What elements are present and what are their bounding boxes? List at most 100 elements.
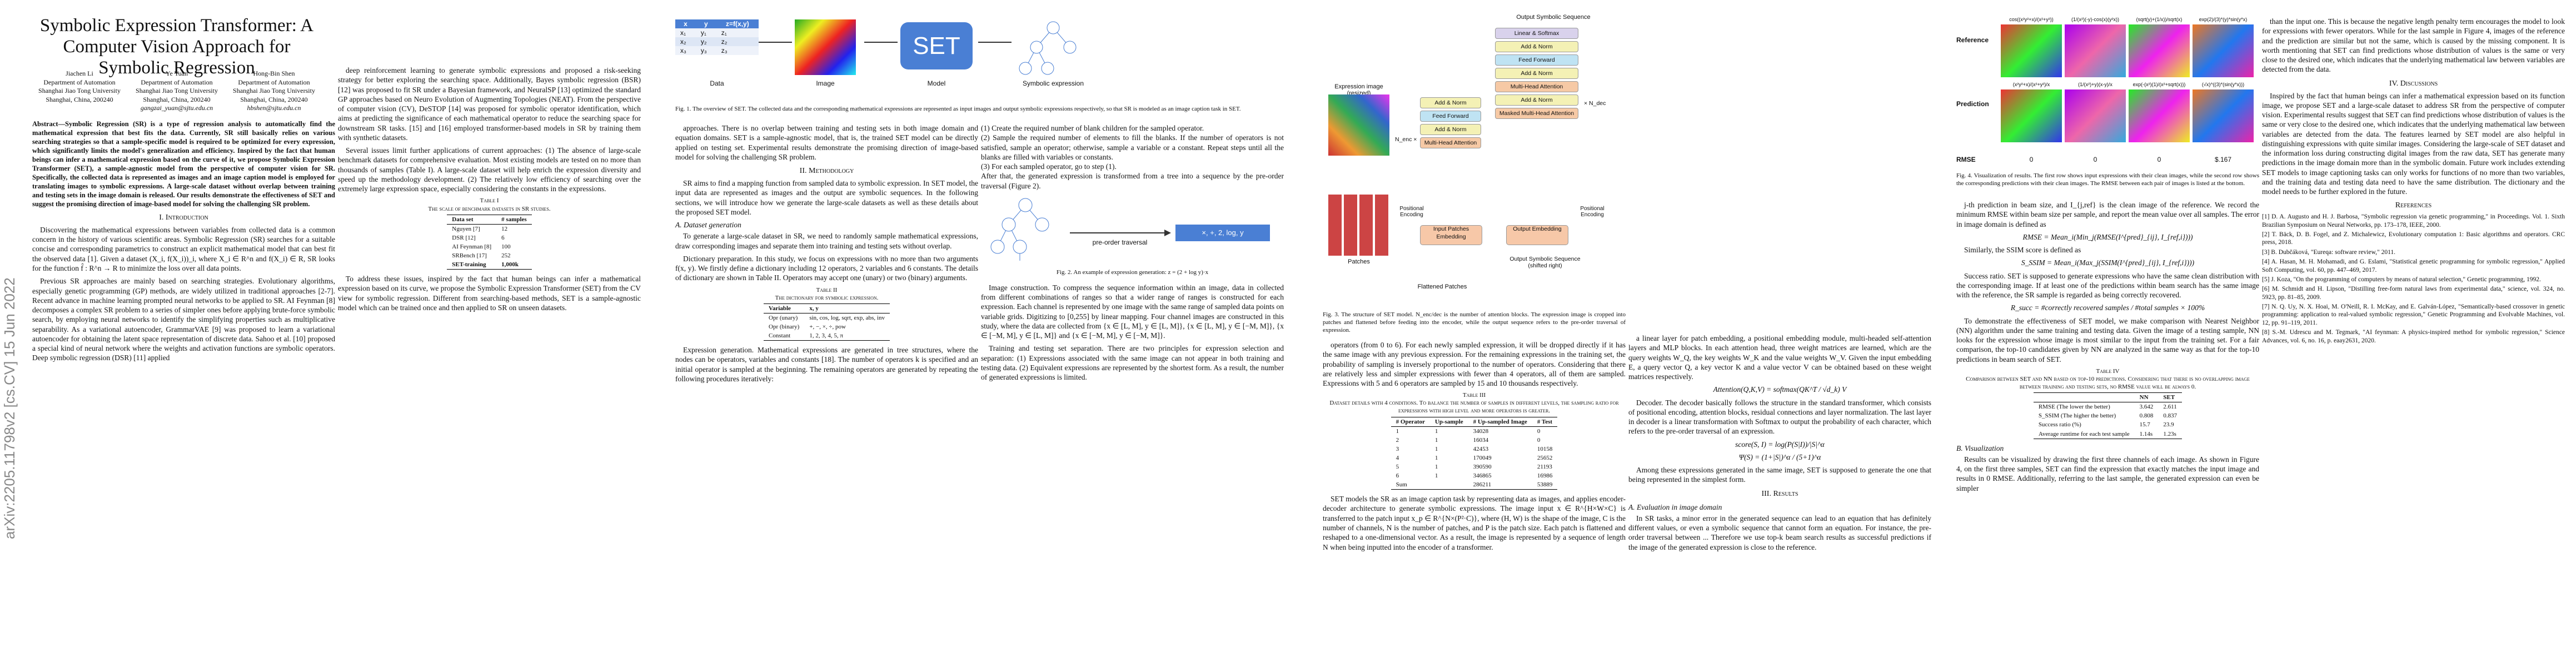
transformer-block: Linear & Softmax: [1495, 28, 1578, 39]
table-cell: 6: [1396, 472, 1399, 480]
label-symbolic-expression: Symbolic expression: [1022, 79, 1084, 87]
table-header: Up-sample: [1434, 418, 1463, 425]
paragraph: Decoder. The decoder basically follows t…: [1628, 398, 1931, 436]
table-caption: Table III Dataset details with 4 conditi…: [1329, 392, 1619, 415]
data-table-header: y: [695, 19, 716, 28]
equation-rmse: RMSE = Mean_i(Min_j(RMSE(I^{pred}_{ij}, …: [2022, 232, 2193, 241]
author-univ: Shanghai Jiao Tong University: [233, 87, 315, 95]
transformer-block: Feed Forward: [1495, 54, 1578, 66]
author-name: Ye Yuan: [165, 69, 188, 77]
row-label: Reference: [1956, 36, 1989, 44]
table-cell: 2: [1396, 436, 1399, 444]
table-cell: Average runtime for each test sample: [2038, 430, 2130, 437]
equation-score: score(S, I) = log(P(S|I))/|S|^α: [1735, 440, 1825, 449]
section-heading: III. Results: [1761, 489, 1798, 498]
table-caption: Table II The dictionary for symbolic exp…: [775, 286, 879, 301]
table-header: NN: [2139, 394, 2149, 401]
table-cell: 1: [1434, 445, 1438, 452]
paper-page-3: Expression image (resized) Patches Flatt…: [1301, 0, 1931, 667]
paragraph: deep reinforcement learning to generate …: [338, 66, 641, 142]
expression-tree-diagram: [990, 198, 1270, 261]
paragraph: Success ratio. SET is supposed to genera…: [1956, 271, 2259, 300]
paragraph: Results can be visualized by drawing the…: [1956, 455, 2259, 492]
table-cell: 6: [501, 234, 505, 241]
paragraph: Inspired by the fact that human beings c…: [2262, 91, 2565, 196]
data-table-cell: x₂: [675, 37, 696, 46]
table-cell: 16034: [1473, 436, 1489, 444]
table-cell: 1: [1434, 427, 1438, 435]
author-dept: Department of Automation: [238, 78, 310, 86]
table-cell: 390590: [1473, 463, 1492, 470]
table-cell: 0: [1537, 427, 1541, 435]
table-cell: AI Feynman [8]: [452, 243, 492, 250]
paragraph: To address these issues, inspired by the…: [338, 275, 641, 312]
table-cell: 0.808: [2139, 412, 2154, 420]
row-label: Prediction: [1956, 100, 1989, 108]
prediction-title: (√x)^((3)*(sin(y*x))): [2201, 82, 2245, 87]
prediction-image: [2129, 89, 2190, 142]
reference-item: [2] T. Bäck, D. B. Fogel, and Z. Michale…: [2262, 231, 2565, 246]
shifted-output-label: Output Symbolic Sequence (shifted right): [1509, 256, 1581, 269]
reference-title: exp(2)/(3)*(y)*sin(y*x): [2199, 17, 2248, 22]
table-cell: sin, cos, log, sqrt, exp, abs, inv: [809, 314, 885, 321]
patches-label: Patches: [1348, 258, 1370, 265]
table-header: # Operator: [1396, 418, 1425, 425]
table-cell: 1: [1434, 472, 1438, 480]
page3-left-column: operators (from 0 to 6). For each newly …: [1323, 340, 1626, 555]
paragraph: SET models the SR as an image caption ta…: [1323, 495, 1626, 551]
table-cell: 1: [1434, 454, 1438, 461]
data-table-cell: x₁: [675, 28, 696, 37]
data-table-cell: y₃: [695, 46, 716, 55]
input-embedding-block: Input Patches Embedding: [1420, 225, 1482, 245]
subsection-heading: A. Dataset generation: [675, 221, 741, 230]
transformer-block: Add & Norm: [1495, 94, 1578, 106]
reference-item: [8] S.-M. Udrescu and M. Tegmark, "AI fe…: [2262, 329, 2565, 344]
table-cell: 100: [501, 243, 511, 250]
author-name: Hong-Bin Shen: [253, 69, 295, 77]
reference-item: [4] A. Hasan, M. H. Mohamadi, and G. Esl…: [2262, 258, 2565, 273]
section-heading: I. Introduction: [159, 213, 208, 222]
table-cell: Opr (unary): [769, 314, 798, 321]
table-cell: 23.9: [2163, 421, 2174, 429]
paragraph: Previous SR approaches are mainly based …: [32, 277, 335, 362]
reference-title: cos((x²y²+x)/(x²+y²)): [2009, 17, 2054, 22]
patch-grid: [1328, 195, 1389, 256]
table-cell: +, −, ×, ÷, pow: [809, 323, 846, 330]
table-cell: 1, 2, 3, 4, 5, π: [809, 332, 843, 340]
table-cell: 21193: [1537, 463, 1552, 470]
label-model: Model: [927, 79, 946, 87]
table-cell: 3: [1396, 445, 1399, 452]
table-cell: 0: [1537, 436, 1541, 444]
table-cell: S_SSIM (The higher the better): [2038, 412, 2116, 420]
table-cell: 252: [501, 252, 511, 259]
paragraph: Similarly, the SSIM score is defined as: [1964, 246, 2081, 255]
author-1: Jiachen Li Department of Automation Shan…: [32, 69, 127, 113]
author-univ: Shanghai Jiao Tong University: [136, 87, 218, 95]
table-cell: Opr (binary): [769, 323, 800, 330]
table-header: # Test: [1537, 418, 1553, 425]
paragraph: Several issues limit further application…: [338, 146, 641, 193]
label-image: Image: [816, 79, 835, 87]
author-dept: Department of Automation: [141, 78, 213, 86]
page2-right-column: (1) Create the required number of blank …: [981, 123, 1284, 386]
table-row: AI Feynman [8] 100: [447, 242, 531, 251]
subsection-heading: B. Visualization: [1956, 444, 2004, 452]
reference-item: [6] M. Schmidt and H. Lipson, "Distillin…: [2262, 286, 2565, 301]
table-cell: 346865: [1473, 472, 1492, 480]
label-data: Data: [710, 79, 724, 87]
paragraph: In SR tasks, a minor error in the genera…: [1628, 514, 1931, 551]
figure-2-caption: Fig. 2. An example of expression generat…: [1056, 268, 1209, 276]
